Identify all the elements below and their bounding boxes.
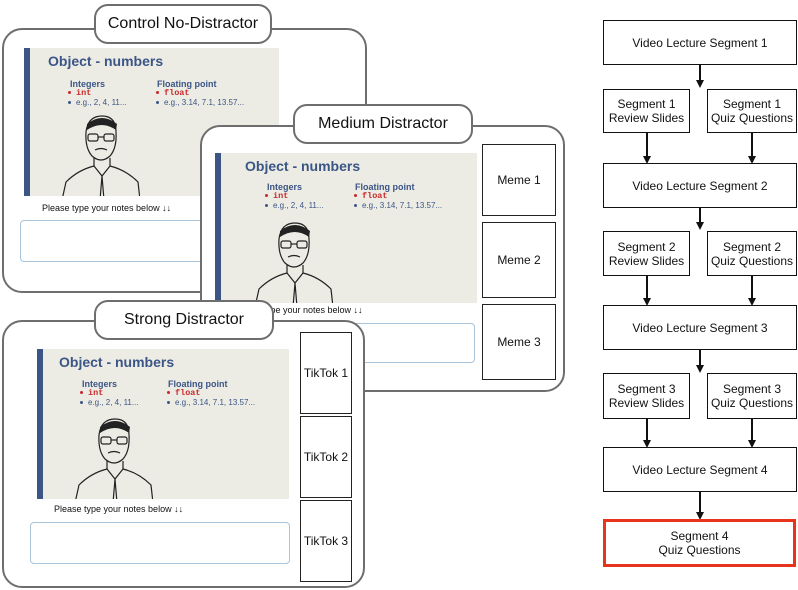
tiktok-1[interactable]: TikTok 1 [300, 332, 352, 414]
lecture-slide: Object - numbers Integers int e.g., 2, 4… [37, 349, 289, 499]
lecture-slide: Object - numbers Integers int e.g., 2, 4… [215, 153, 477, 303]
integers-heading: Integers [82, 379, 118, 389]
notes-label: Please type your notes below ↓↓ [54, 504, 184, 514]
float-heading: Floating point [157, 79, 217, 89]
tiktok-3[interactable]: TikTok 3 [300, 500, 352, 582]
video-segment-4: Video Lecture Segment 4 [603, 447, 797, 492]
meme-1[interactable]: Meme 1 [482, 144, 556, 216]
float-example: e.g., 3.14, 7.1, 13.57... [156, 98, 244, 107]
slide-accent-bar [37, 349, 43, 499]
medium-panel-label: Medium Distractor [293, 104, 473, 144]
integers-example: e.g., 2, 4, 11... [80, 398, 139, 407]
float-code: float [167, 388, 201, 398]
float-code: float [156, 88, 190, 98]
segment-4-quiz-questions: Segment 4 Quiz Questions [603, 519, 796, 567]
segment-1-quiz-questions: Segment 1 Quiz Questions [707, 89, 797, 133]
lecturer-portrait [75, 418, 153, 499]
notes-input[interactable] [30, 522, 290, 564]
lecturer-portrait [62, 115, 140, 196]
strong-panel-label: Strong Distractor [94, 300, 274, 340]
float-heading: Floating point [168, 379, 228, 389]
segment-2-review-slides: Segment 2 Review Slides [603, 231, 690, 276]
slide-title: Object - numbers [245, 158, 361, 174]
video-segment-3: Video Lecture Segment 3 [603, 305, 797, 350]
medium-distractor-panel: Object - numbers Integers int e.g., 2, 4… [200, 125, 565, 392]
control-panel-label: Control No-Distractor [94, 4, 272, 44]
video-segment-1: Video Lecture Segment 1 [603, 20, 797, 65]
segment-3-review-slides: Segment 3 Review Slides [603, 373, 690, 419]
slide-title: Object - numbers [59, 354, 175, 370]
segment-2-quiz-questions: Segment 2 Quiz Questions [707, 231, 797, 276]
slide-title: Object - numbers [48, 53, 164, 69]
float-code: float [354, 191, 388, 201]
slide-accent-bar [215, 153, 221, 303]
meme-3[interactable]: Meme 3 [482, 304, 556, 380]
integers-code: int [265, 191, 288, 201]
lecture-slide: Object - numbers Integers int e.g., 2, 4… [24, 48, 279, 196]
video-segment-2: Video Lecture Segment 2 [603, 163, 797, 208]
lecturer-portrait [255, 222, 333, 303]
integers-example: e.g., 2, 4, 11... [265, 201, 324, 210]
integers-example: e.g., 2, 4, 11... [68, 98, 127, 107]
segment-3-quiz-questions: Segment 3 Quiz Questions [707, 373, 797, 419]
tiktok-2[interactable]: TikTok 2 [300, 416, 352, 498]
notes-label: Please type your notes below ↓↓ [42, 203, 172, 213]
integers-code: int [80, 388, 103, 398]
segment-1-review-slides: Segment 1 Review Slides [603, 89, 690, 133]
integers-code: int [68, 88, 91, 98]
slide-accent-bar [24, 48, 30, 196]
meme-2[interactable]: Meme 2 [482, 222, 556, 298]
float-example: e.g., 3.14, 7.1, 13.57... [354, 201, 442, 210]
integers-heading: Integers [267, 182, 303, 192]
float-heading: Floating point [355, 182, 415, 192]
float-example: e.g., 3.14, 7.1, 13.57... [167, 398, 255, 407]
integers-heading: Integers [70, 79, 106, 89]
notes-label: ype your notes below ↓↓ [266, 305, 363, 315]
strong-distractor-panel: Object - numbers Integers int e.g., 2, 4… [2, 320, 365, 588]
